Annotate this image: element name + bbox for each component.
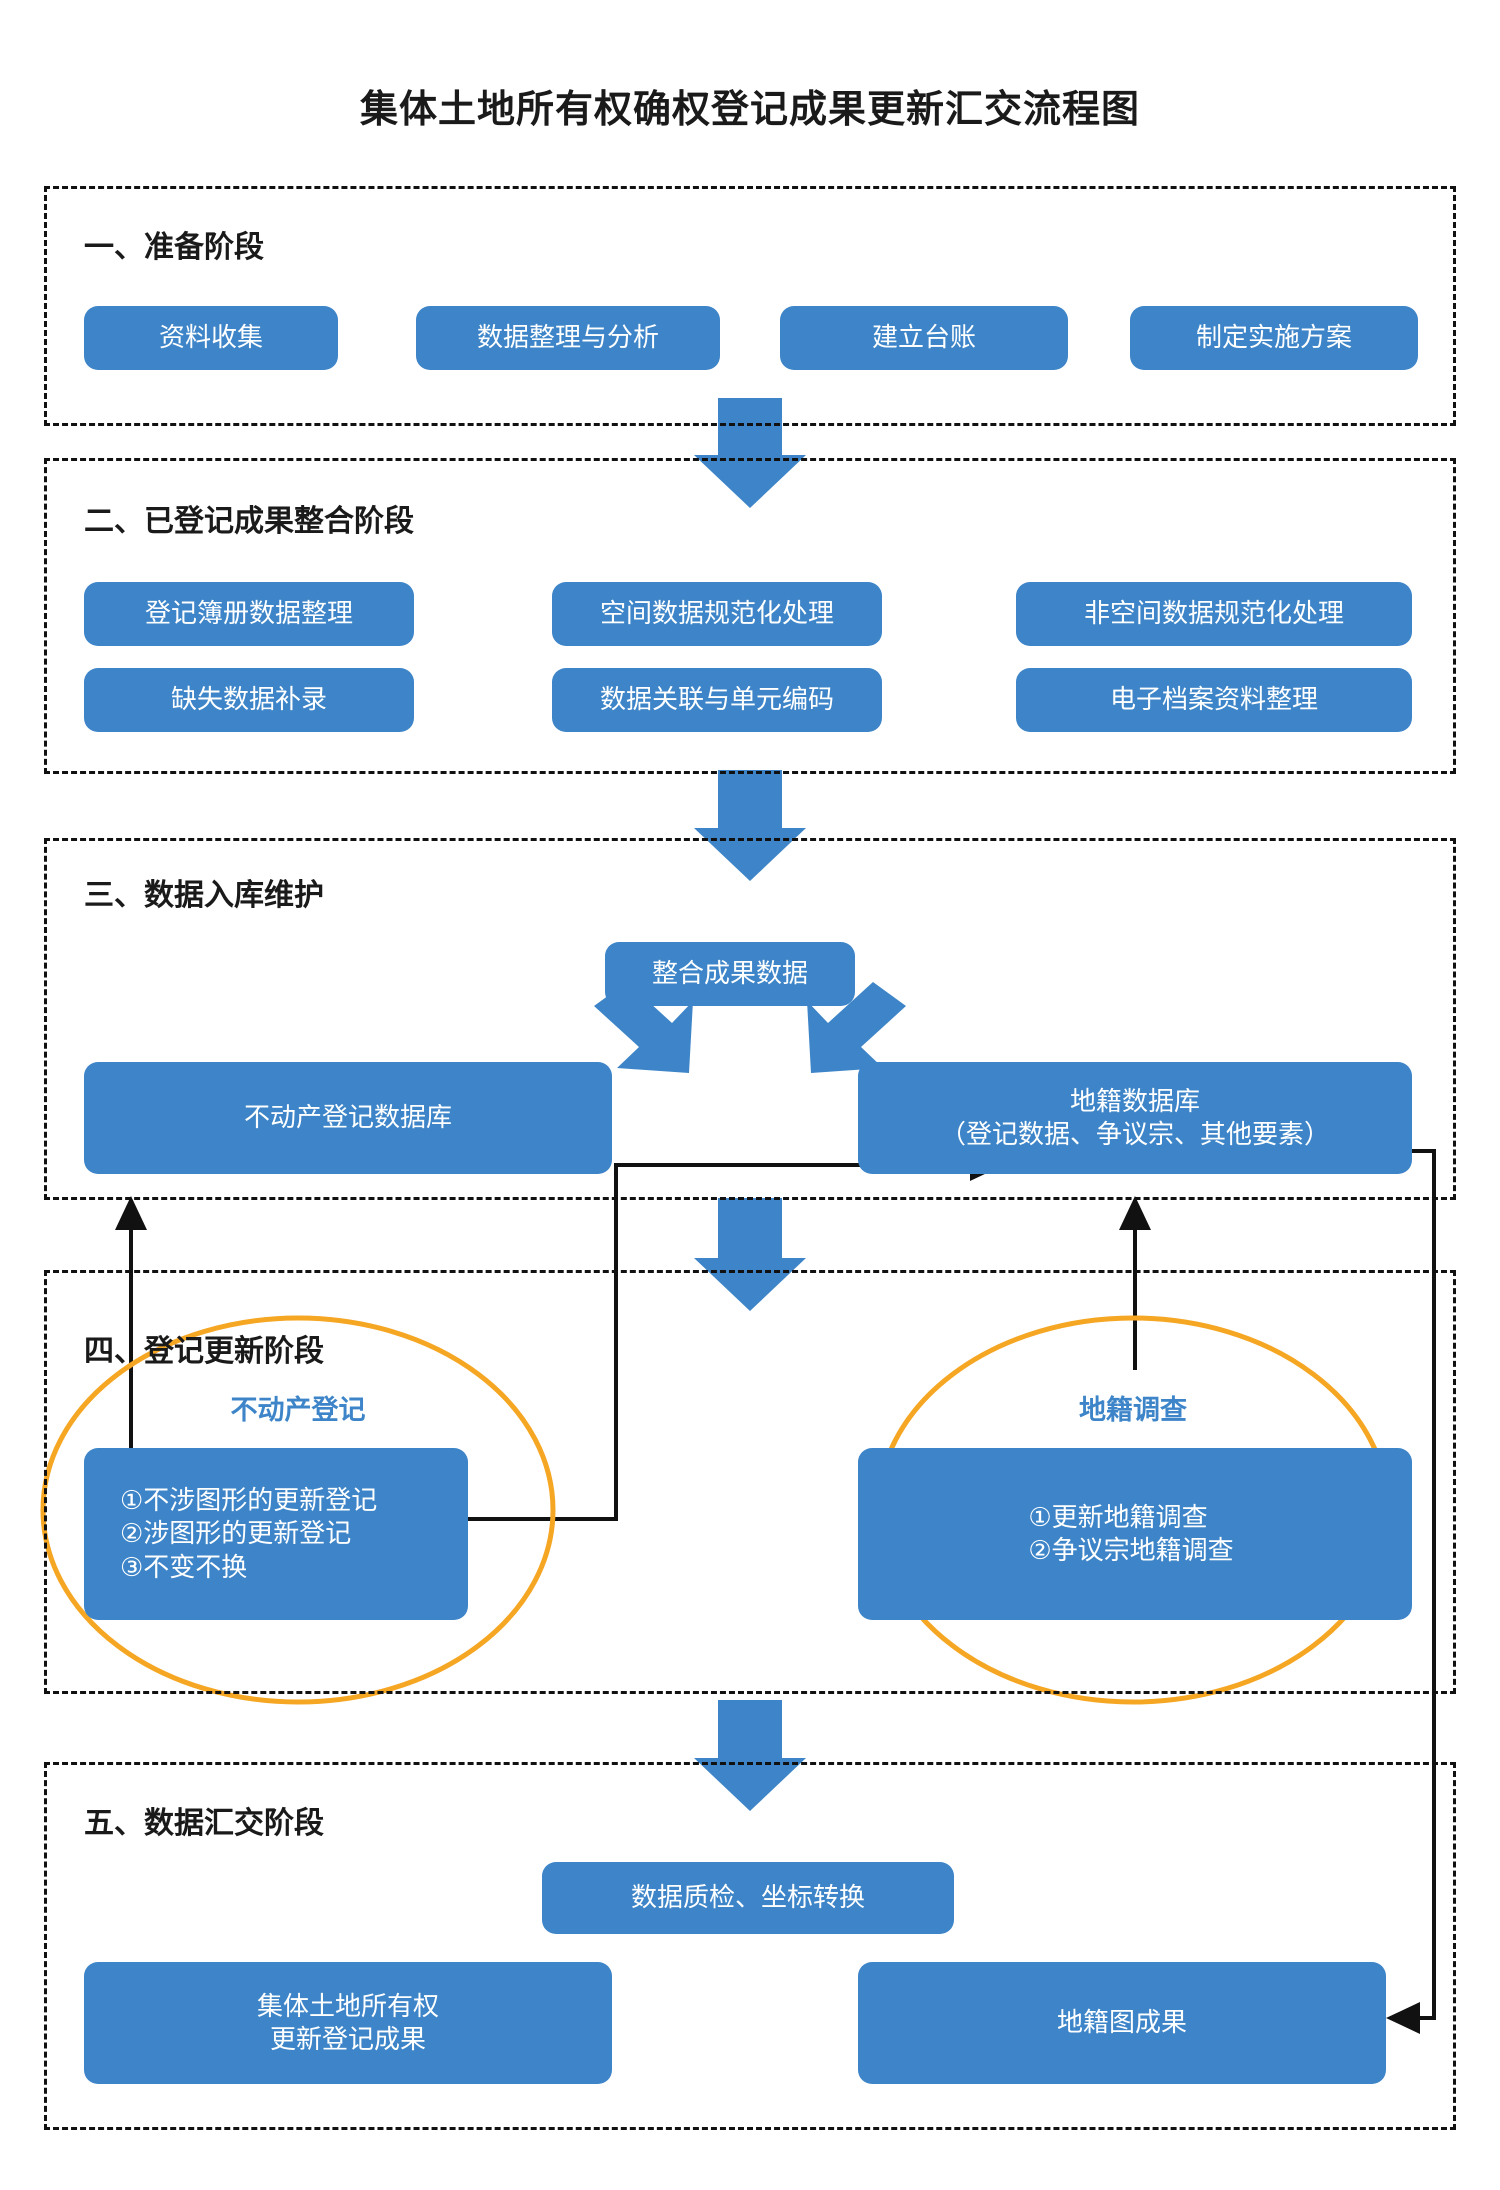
node-jianlitaizhang[interactable]: 建立台账 xyxy=(780,306,1068,370)
group-dijidiaocha-items[interactable]: ①更新地籍调查 ②争议宗地籍调查 xyxy=(858,1448,1412,1620)
node-ziliaoshouji[interactable]: 资料收集 xyxy=(84,306,338,370)
node-zhenghechengguo[interactable]: 整合成果数据 xyxy=(605,942,855,1006)
stage-2-label: 二、已登记成果整合阶段 xyxy=(84,505,414,538)
node-dijituchengguo[interactable]: 地籍图成果 xyxy=(858,1962,1386,2084)
stage-3-label: 三、数据入库维护 xyxy=(84,879,324,912)
node-guanlianbianma[interactable]: 数据关联与单元编码 xyxy=(552,668,882,732)
stage-4-label: 四、登记更新阶段 xyxy=(84,1335,324,1368)
node-budongchanku[interactable]: 不动产登记数据库 xyxy=(84,1062,612,1174)
stage-1-container xyxy=(44,186,1456,426)
group-budongchan-items[interactable]: ①不涉图形的更新登记 ②涉图形的更新登记 ③不变不换 xyxy=(84,1448,468,1620)
node-dengjibuce[interactable]: 登记簿册数据整理 xyxy=(84,582,414,646)
node-zhijianzhuanhuan[interactable]: 数据质检、坐标转换 xyxy=(542,1862,954,1934)
node-shujuzhengli[interactable]: 数据整理与分析 xyxy=(416,306,720,370)
page-title: 集体土地所有权确权登记成果更新汇交流程图 xyxy=(359,89,1140,131)
node-kongjianguifan[interactable]: 空间数据规范化处理 xyxy=(552,582,882,646)
ellipse-label-budongchan-dengji: 不动产登记 xyxy=(230,1395,366,1425)
stage-1-label: 一、准备阶段 xyxy=(84,231,264,264)
stage-3-container xyxy=(44,838,1456,1200)
node-dianzidangan[interactable]: 电子档案资料整理 xyxy=(1016,668,1412,732)
node-queshibulu[interactable]: 缺失数据补录 xyxy=(84,668,414,732)
node-jitisuoyouquan[interactable]: 集体土地所有权 更新登记成果 xyxy=(84,1962,612,2084)
ellipse-label-diji-diaocha: 地籍调查 xyxy=(1079,1395,1187,1425)
node-zhidingfangan[interactable]: 制定实施方案 xyxy=(1130,306,1418,370)
stage-5-label: 五、数据汇交阶段 xyxy=(84,1807,324,1840)
stage-4-container xyxy=(44,1270,1456,1694)
node-feikongjianguifan[interactable]: 非空间数据规范化处理 xyxy=(1016,582,1412,646)
stage-2-container xyxy=(44,458,1456,774)
stage-5-container xyxy=(44,1762,1456,2130)
node-dijiku[interactable]: 地籍数据库 （登记数据、争议宗、其他要素） xyxy=(858,1062,1412,1174)
